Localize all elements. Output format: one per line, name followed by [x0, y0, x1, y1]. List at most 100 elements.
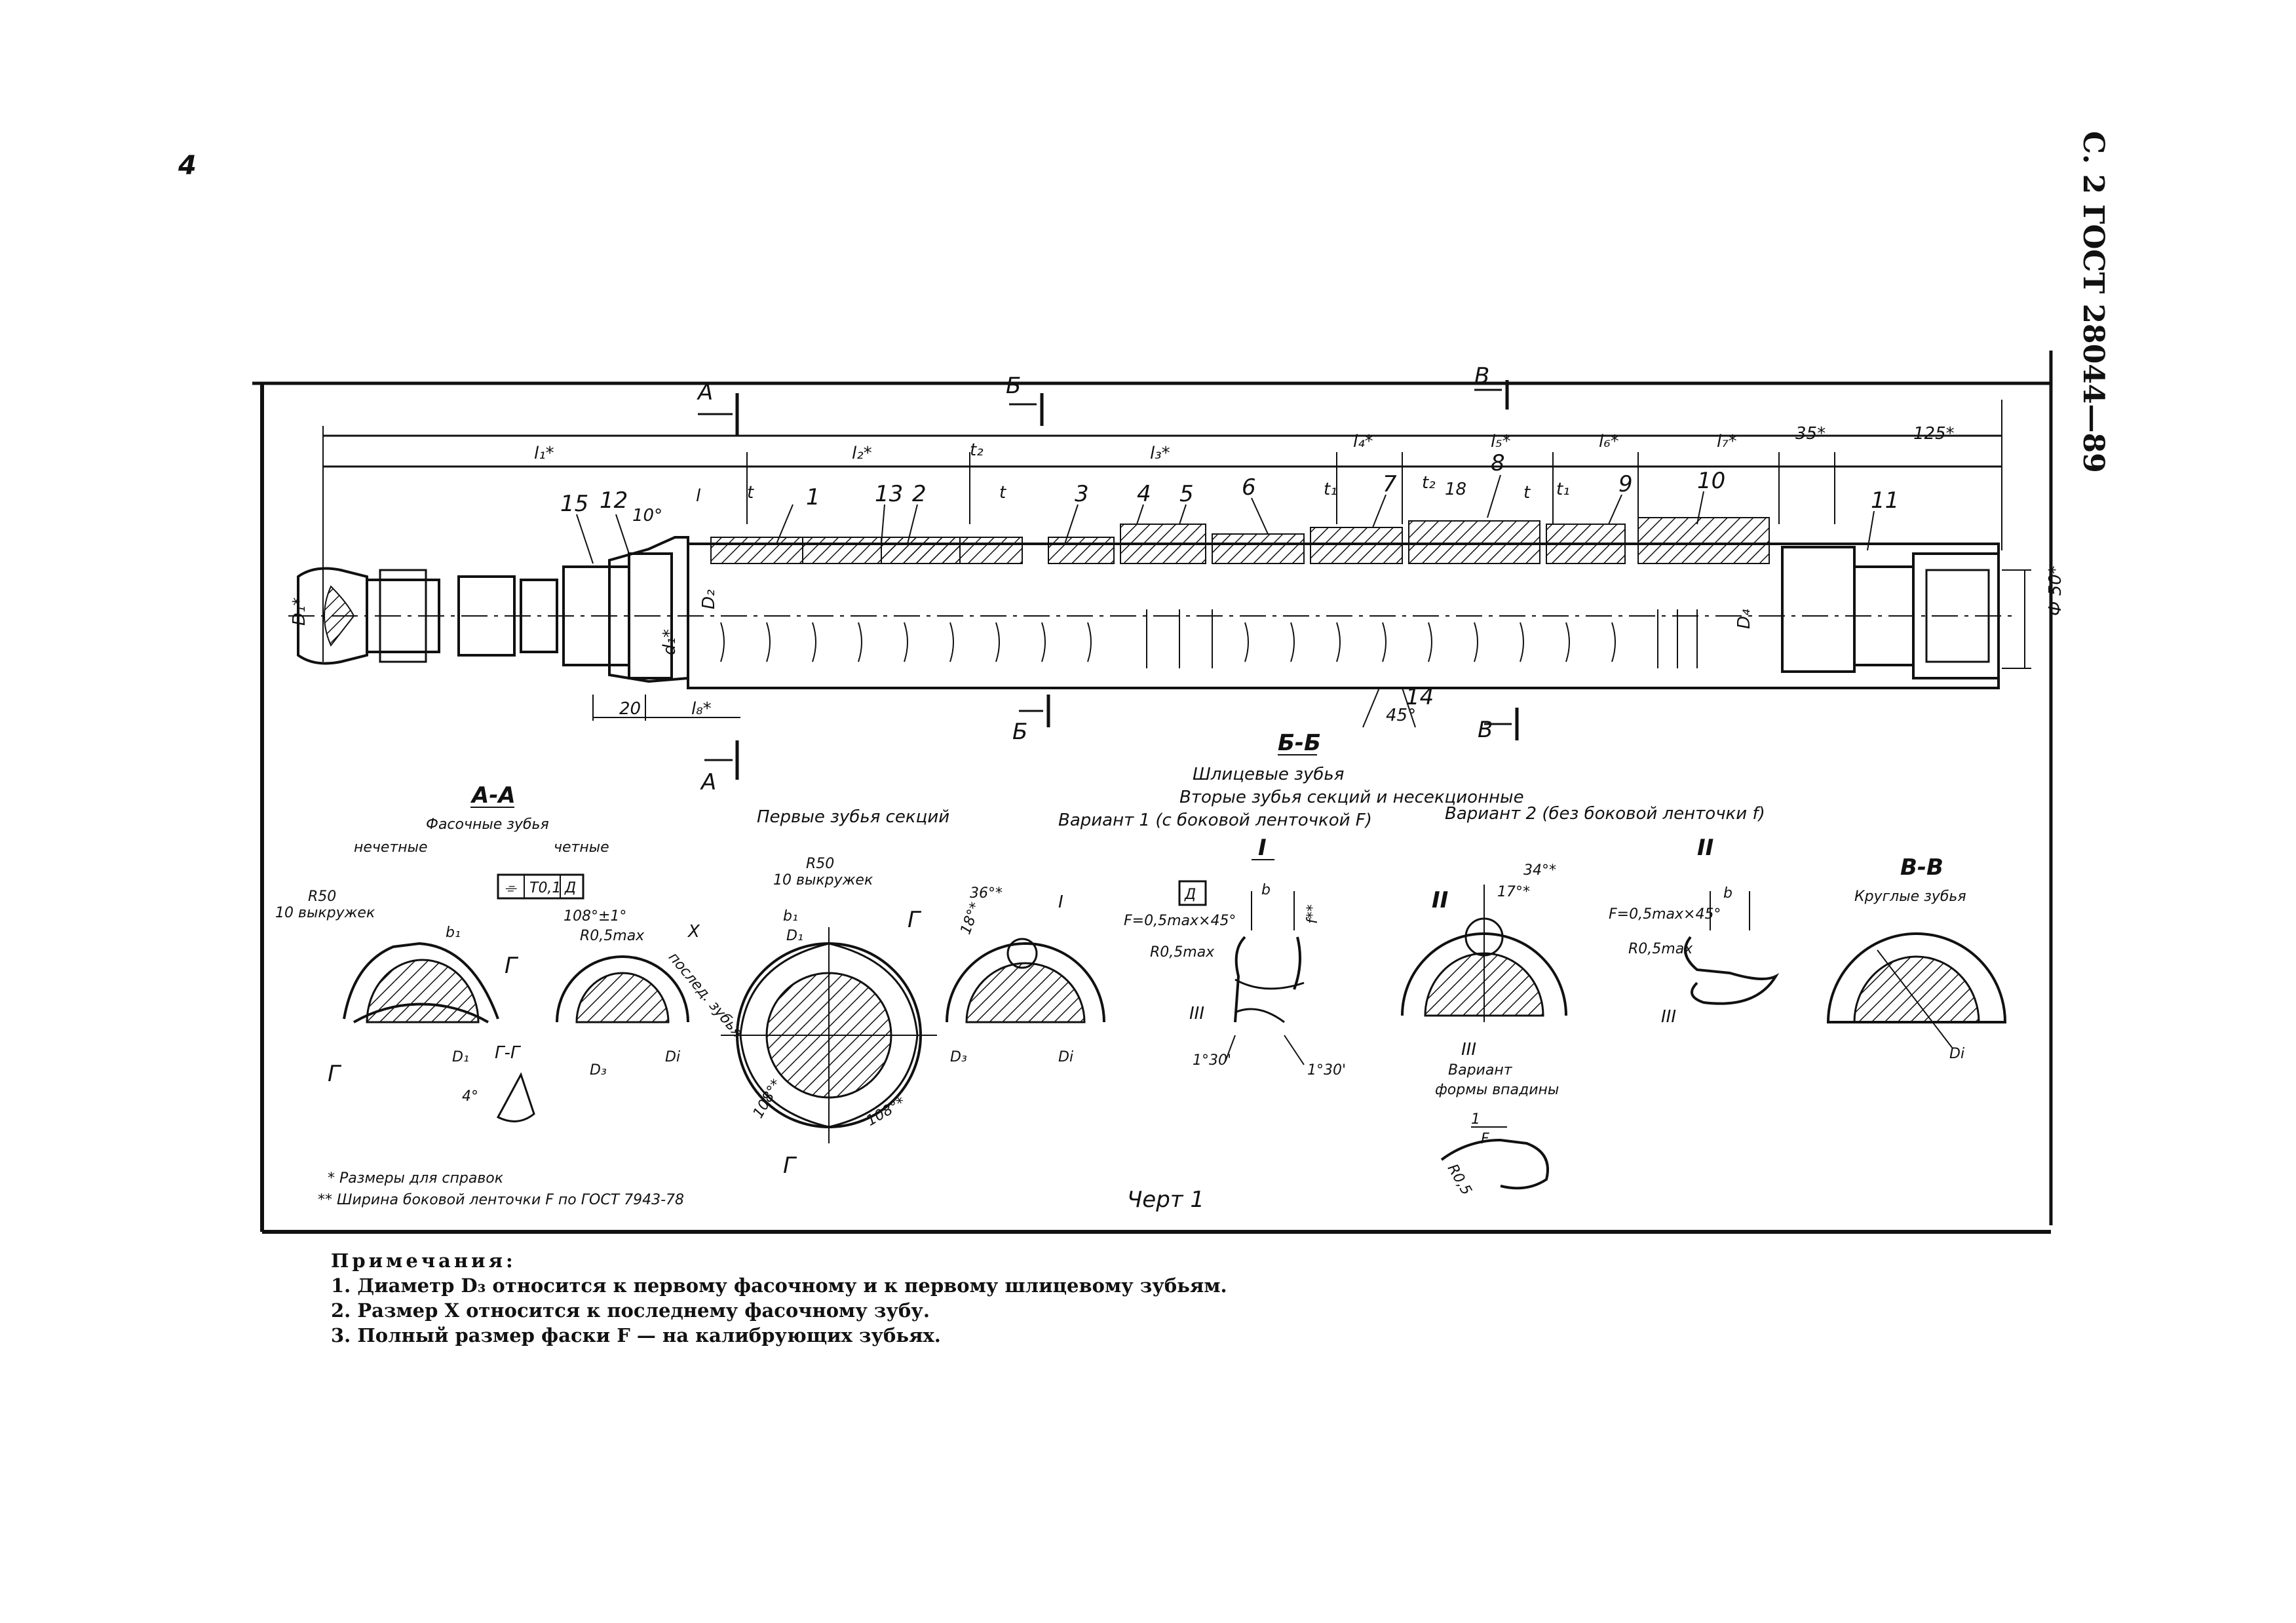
bb-grooves: 10 выкружек: [773, 872, 873, 888]
detail-i-iii: III: [1189, 1004, 1204, 1023]
shaft-angle-10: 10°: [632, 506, 662, 525]
aa-g: Г: [328, 1061, 342, 1087]
aa-angle-4: 4°: [462, 1088, 478, 1105]
detail-ii-iii: III: [1661, 1007, 1676, 1027]
top-dimension-lines: l₁* l₂* l₃* l₄* l₅* l₆* l₇* 35* 125* t₂ …: [322, 400, 2002, 662]
bb-r50: R50: [806, 856, 834, 872]
detail-ii-title: II: [1432, 887, 1448, 913]
detail-i-b: b: [1261, 882, 1271, 898]
aa-gg: Г-Г: [495, 1043, 522, 1063]
note-item: 1. Диаметр D₃ относится к первому фасочн…: [331, 1274, 1227, 1297]
dim-t1: t₁: [1324, 480, 1337, 499]
aa-g-right: Г: [505, 953, 519, 979]
detail-i-view: I Д b f** F=0,5max×45° R0,5max III 1°30'…: [1124, 835, 1346, 1079]
aa-x: X: [687, 922, 700, 942]
callout-15: 15: [560, 491, 588, 517]
shaft-dim-l8: l₈*: [691, 699, 712, 719]
marker-b-top: Б: [1006, 373, 1021, 399]
detail-i-f: f**: [1305, 904, 1321, 924]
shaft-dim-20: 20: [619, 699, 641, 719]
marker-a-top: А: [697, 379, 713, 406]
detail-i-angle2: 1°30': [1307, 1062, 1346, 1079]
aa-di: Di: [665, 1049, 680, 1065]
callout-6: 6: [1242, 474, 1256, 501]
dim-l7: l₇*: [1717, 432, 1737, 451]
bb-g-bottom: Г: [783, 1153, 797, 1179]
detail-i-chamfer: F=0,5max×45°: [1124, 913, 1236, 929]
detail-iii-r05: R0,5: [1444, 1162, 1475, 1198]
detail-i-title: I: [1258, 835, 1267, 861]
callout-4: 4: [1137, 481, 1151, 507]
footnote-2: ** Ширина боковой ленточки F по ГОСТ 794…: [318, 1192, 684, 1208]
bb-variant2: Вариант 2 (без боковой ленточки f): [1445, 804, 1765, 824]
detail-iii-view: III Вариант формы впадины 1 F R0,5: [1435, 1040, 1559, 1198]
aa-tol-symbol: ⌯: [505, 880, 517, 896]
marker-v-top: В: [1474, 363, 1489, 389]
callout-2: 2: [912, 481, 927, 507]
aa-last-tooth: послед. зубья: [665, 949, 746, 1041]
bb-di: Di: [1058, 1049, 1073, 1065]
dim-18: 18: [1445, 480, 1466, 499]
dim-l2: l₂*: [852, 444, 872, 463]
bb-first-teeth: Первые зубья секций: [757, 807, 949, 827]
dim-t-mid: t: [999, 483, 1006, 503]
shaft-d1: D₁*: [290, 598, 309, 626]
section-bb-header: Б-Б Шлицевые зубья Вторые зубья секций и…: [757, 730, 1765, 830]
vv-title: В-В: [1900, 854, 1943, 881]
detail-iii-caption1: Вариант: [1448, 1062, 1513, 1079]
aa-tol-datum: Д: [564, 880, 576, 896]
notes-heading: Примечания:: [331, 1250, 516, 1272]
callout-7: 7: [1383, 471, 1397, 497]
marker-v-bottom: В: [1478, 717, 1493, 743]
callout-13: 13: [875, 481, 903, 507]
detail-ii-view: II 34°* 17°* II F=0,5max×45° b R0,5max I…: [1401, 835, 1780, 1027]
detail-iii-title: III: [1461, 1040, 1476, 1060]
detail-i-angle1: 1°30': [1193, 1052, 1231, 1069]
dim-l6: l₆*: [1599, 432, 1619, 451]
drawing-caption: Черт 1: [1127, 1187, 1204, 1213]
dim-t1-right: t₁: [1556, 480, 1570, 499]
bb-title: Б-Б: [1278, 730, 1321, 756]
callout-9: 9: [1618, 471, 1633, 497]
bb-angle-18: 18°*: [957, 900, 984, 937]
bb-spline-label: Шлицевые зубья: [1193, 765, 1344, 784]
aa-even: четные: [554, 839, 609, 856]
detail-iii-dim-1: 1: [1471, 1111, 1480, 1128]
bb-variant1: Вариант 1 (с боковой ленточкой F): [1058, 811, 1372, 830]
aa-angle-108: 108°±1°: [564, 908, 626, 925]
section-vv-view: В-В Круглые зубья Di: [1826, 854, 2007, 1062]
aa-r50: R50: [308, 888, 336, 905]
detail-i-r05: R0,5max: [1150, 944, 1215, 961]
aa-r05: R0,5max: [580, 928, 645, 944]
dim-125: 125*: [1913, 424, 1955, 444]
bb-angle-108-left: 108°*: [750, 1077, 786, 1121]
detail-ii-ref-title: II: [1697, 835, 1713, 861]
bb-d1: D₁: [786, 928, 803, 944]
detail-ii-angle-17: 17°*: [1497, 884, 1530, 900]
vv-di: Di: [1949, 1046, 1964, 1062]
aa-d1: D₁: [452, 1049, 469, 1065]
detail-ii-chamfer: F=0,5max×45°: [1609, 906, 1721, 923]
shaft-angle-45: 45°: [1386, 706, 1416, 725]
dim-l-left: l: [696, 486, 701, 506]
shaft-d1-small: d₁*: [660, 629, 679, 655]
dim-l4: l₄*: [1353, 432, 1373, 451]
dim-l3: l₃*: [1150, 444, 1170, 463]
detail-iii-caption2: формы впадины: [1435, 1082, 1559, 1098]
notes-block: Примечания: 1. Диаметр D₃ относится к пе…: [331, 1248, 1227, 1348]
bb-b1: b₁: [783, 908, 798, 925]
footnote-1: * Размеры для справок: [328, 1170, 504, 1187]
detail-i-d-box: Д: [1184, 887, 1196, 903]
part-callouts: 1 2 3 4 5 6 7 8 9 10 11 12 13 14 15: [560, 450, 1899, 710]
section-bb-first-teeth: R50 10 выкружек b₁ D₁ 108°* 108°* Г Г 36…: [721, 856, 1105, 1179]
aa-b1: b₁: [446, 925, 461, 941]
callout-10: 10: [1697, 468, 1725, 494]
aa-odd: нечетные: [354, 839, 428, 856]
shaft-d4: D₄: [1734, 609, 1754, 629]
detail-ii-b: b: [1723, 885, 1732, 902]
broach-shaft: D₁* D₂ d₁* D₄ Ф 50* 10° 20 l₈* 45°: [288, 506, 2065, 728]
shaft-phi50: Ф 50*: [2046, 565, 2065, 616]
note-item: 3. Полный размер фаски F — на калибрующи…: [331, 1324, 941, 1346]
detail-ii-angle-34: 34°*: [1523, 862, 1556, 879]
